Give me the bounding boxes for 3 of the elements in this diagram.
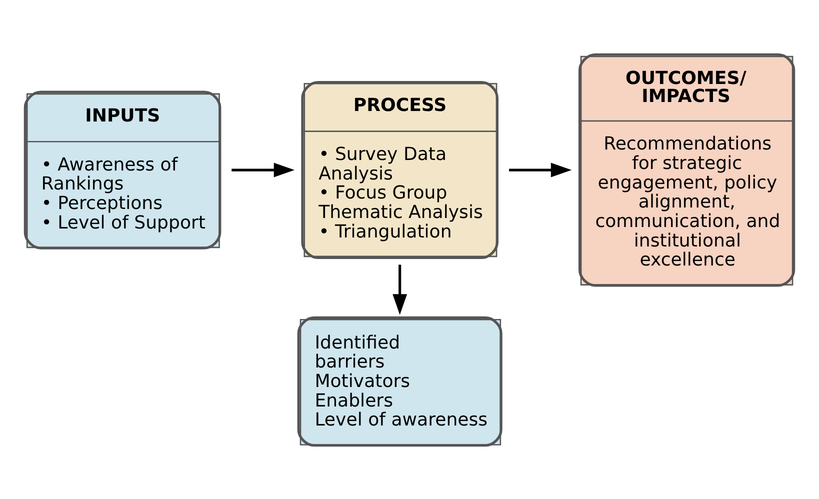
arrow xyxy=(392,264,408,314)
arrow xyxy=(509,162,572,177)
arrow xyxy=(232,162,295,177)
